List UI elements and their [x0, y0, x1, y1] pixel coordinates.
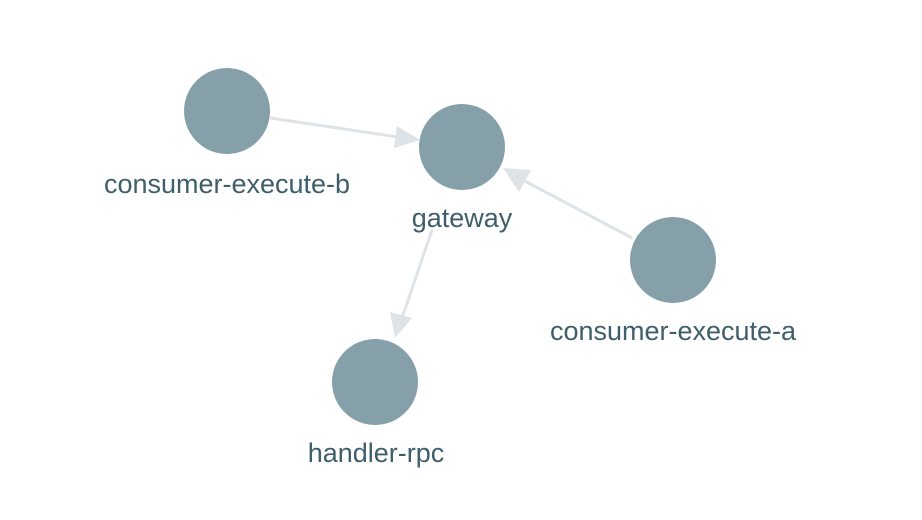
- node-circle[interactable]: [419, 104, 505, 190]
- node-gateway[interactable]: gateway: [412, 104, 513, 233]
- edge-line: [269, 116, 399, 139]
- node-consumer-execute-b[interactable]: consumer-execute-b: [104, 68, 350, 199]
- node-label: handler-rpc: [308, 438, 445, 468]
- node-label: consumer-execute-a: [550, 316, 797, 346]
- arrowhead-icon: [394, 126, 420, 148]
- node-circle[interactable]: [184, 68, 270, 154]
- arrowhead-icon: [503, 168, 531, 192]
- edge-consumer-execute-b-to-gateway: [269, 116, 420, 148]
- node-label: consumer-execute-b: [104, 169, 350, 199]
- node-consumer-execute-a[interactable]: consumer-execute-a: [550, 217, 797, 346]
- edges-layer: [269, 116, 633, 338]
- node-circle[interactable]: [630, 217, 716, 303]
- edge-line: [400, 229, 434, 319]
- node-label: gateway: [412, 203, 513, 233]
- node-handler-rpc[interactable]: handler-rpc: [308, 339, 445, 468]
- arrowhead-icon: [390, 312, 412, 338]
- edge-gateway-to-handler-rpc: [390, 229, 434, 338]
- nodes-layer: consumer-execute-b gateway consumer-exec…: [104, 68, 797, 468]
- edge-line: [522, 178, 633, 240]
- edge-consumer-execute-a-to-gateway: [503, 168, 633, 240]
- node-circle[interactable]: [332, 339, 418, 425]
